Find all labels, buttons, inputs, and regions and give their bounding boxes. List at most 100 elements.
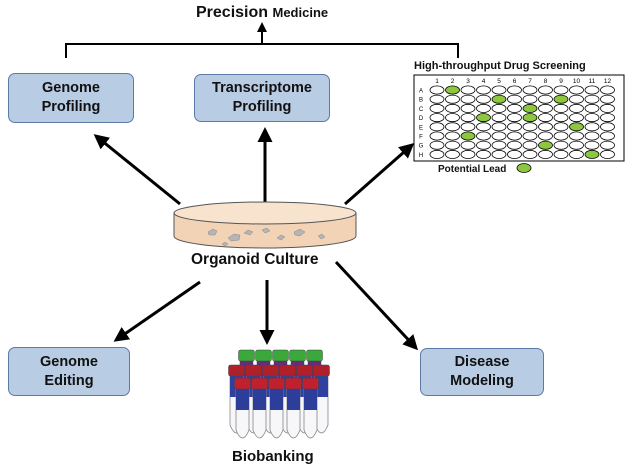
plate-column-label: 8 (544, 78, 548, 85)
disease-modeling-label: Disease Modeling (450, 354, 514, 389)
plate-well (491, 113, 507, 123)
plate-well (507, 85, 522, 95)
plate-column-label: 5 (497, 78, 501, 85)
plate-well (491, 122, 507, 132)
plate-well (445, 94, 460, 104)
plate-row-label: B (419, 98, 423, 104)
plate-column-label: 2 (451, 78, 455, 85)
plate-well (429, 113, 445, 123)
plate-well (476, 85, 491, 95)
plate-well (507, 113, 522, 123)
plate-well (491, 103, 507, 113)
plate-well (600, 149, 615, 159)
plate-well (445, 103, 460, 113)
genome-profiling-box: Genome Profiling (8, 73, 134, 123)
plate-well (553, 149, 569, 159)
plate-well (460, 113, 476, 123)
plate-well (507, 140, 522, 150)
plate-well (553, 131, 569, 141)
plate-column-label: 1 (435, 78, 439, 85)
plate-well (507, 94, 522, 104)
plate-column-label: 7 (528, 78, 532, 85)
tube (302, 377, 319, 439)
plate-well (429, 140, 445, 150)
plate-well (476, 94, 491, 104)
plate-well (445, 149, 460, 159)
plate-well (538, 131, 553, 141)
plate-well (584, 103, 600, 113)
plate-well (491, 149, 507, 159)
potential-lead-swatch (516, 163, 532, 173)
plate-well (476, 131, 491, 141)
precision-medicine-title: Precision Medicine (196, 4, 328, 22)
plate-well (538, 113, 553, 123)
plate-well (476, 103, 491, 113)
plate-well (569, 131, 584, 141)
plate-well-hit (476, 113, 491, 123)
plate-well (429, 85, 445, 95)
plate-well (600, 103, 615, 113)
plate-well (491, 140, 507, 150)
plate-well (460, 103, 476, 113)
plate-well (553, 122, 569, 132)
disease-modeling-box: Disease Modeling (420, 348, 544, 396)
plate-well (569, 94, 584, 104)
plate-column-label: 11 (589, 78, 596, 85)
plate-well (538, 149, 553, 159)
plate-well (429, 94, 445, 104)
plate-well-hit (584, 149, 600, 159)
plate-row-label: G (419, 144, 424, 150)
plate-well-hit (460, 131, 476, 141)
tube (268, 377, 285, 439)
plate-well (522, 94, 538, 104)
plate-well (460, 94, 476, 104)
plate-row-label: C (419, 107, 424, 113)
plate-well (445, 140, 460, 150)
plate-well (460, 85, 476, 95)
plate-well (429, 131, 445, 141)
plate-column-label: 10 (573, 78, 581, 85)
plate-well (600, 131, 615, 141)
plate-well (538, 103, 553, 113)
tube (234, 377, 251, 439)
plate-well (538, 122, 553, 132)
plate-well (522, 140, 538, 150)
plate-well (553, 85, 569, 95)
plate-well (491, 85, 507, 95)
plate-well (476, 122, 491, 132)
plate-well (507, 131, 522, 141)
plate-well (584, 122, 600, 132)
plate-well-hit (491, 94, 507, 104)
plate-well (429, 149, 445, 159)
plate-well (522, 131, 538, 141)
plate-well (600, 122, 615, 132)
plate-well (522, 85, 538, 95)
potential-lead-label: Potential Lead (438, 164, 507, 175)
plate-well (600, 140, 615, 150)
plate-well (507, 103, 522, 113)
petri-dish (173, 201, 357, 249)
plate-well (569, 103, 584, 113)
plate-well-hit (522, 103, 538, 113)
plate-well (445, 122, 460, 132)
plate-well (445, 131, 460, 141)
plate-column-label: 12 (604, 78, 612, 85)
plate-well (569, 140, 584, 150)
genome-editing-box: Genome Editing (8, 347, 130, 396)
plate-well (584, 85, 600, 95)
precision-bracket (65, 43, 459, 58)
genome-editing-label: Genome Editing (39, 353, 98, 389)
arrow-to-genome-editing (113, 280, 201, 342)
plate-well-hit (522, 113, 538, 123)
plate-well (460, 122, 476, 132)
plate-well (584, 113, 600, 123)
plate-column-label: 4 (482, 78, 486, 85)
biobanking-label: Biobanking (232, 448, 314, 465)
plate-well (569, 85, 584, 95)
plate-well (584, 94, 600, 104)
plate-well (460, 149, 476, 159)
plate-column-label: 3 (466, 78, 470, 85)
arrow-to-drug-screening (344, 143, 415, 206)
plate-row-label: D (419, 116, 424, 122)
